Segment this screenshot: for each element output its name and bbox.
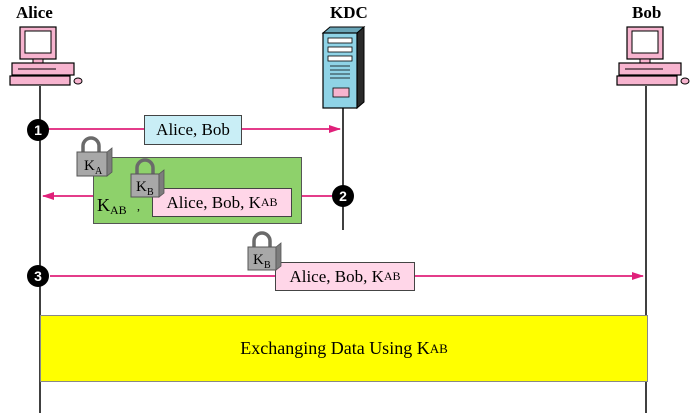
bob-label: Bob <box>632 3 662 22</box>
data-exchange-text: Exchanging Data Using K <box>240 338 430 358</box>
message-1-text: Alice, Bob <box>156 120 230 139</box>
alice-label: Alice <box>16 3 53 22</box>
message-2-outer-kab: KAB <box>97 195 127 217</box>
step-3-number: 3 <box>34 268 42 284</box>
message-1-box: Alice, Bob <box>144 115 242 145</box>
step-1-marker: 1 <box>27 119 49 141</box>
kdc-server-icon <box>321 25 366 110</box>
data-exchange-sub: AB <box>429 340 448 356</box>
step-3-marker: 3 <box>27 265 49 287</box>
step-1-number: 1 <box>34 122 42 138</box>
kdc-label: KDC <box>330 3 368 22</box>
bob-computer-icon <box>616 26 690 86</box>
step-2-marker: 2 <box>332 185 354 207</box>
alice-computer-icon <box>9 26 83 86</box>
step-2-number: 2 <box>339 188 347 204</box>
message-2-separator: , <box>137 199 140 213</box>
